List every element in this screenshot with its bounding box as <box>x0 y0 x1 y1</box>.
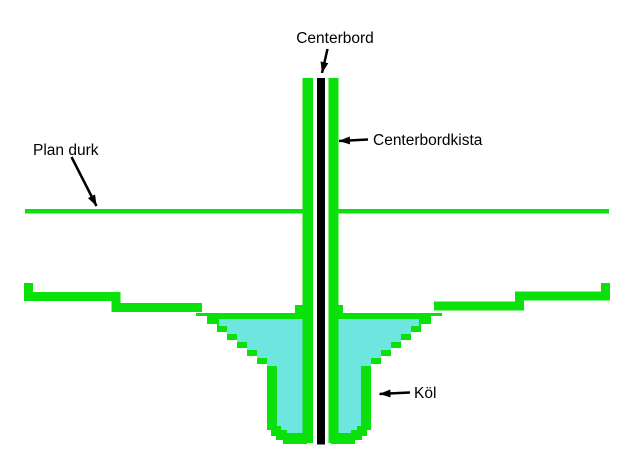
keel-fill-right <box>332 319 419 433</box>
trunk-right-wall <box>328 78 339 443</box>
kol-arrow <box>379 389 411 398</box>
keel-fill-left <box>219 319 306 433</box>
centerboard-blade <box>317 78 325 445</box>
centerbordkista-label: Centerbordkista <box>373 132 483 149</box>
kol-label: Köl <box>414 385 436 402</box>
trunk-gap-left <box>313 78 317 442</box>
trunk-gap-right <box>325 78 329 442</box>
centerbordkista-arrow <box>338 136 369 145</box>
hull-contour-left <box>24 283 202 312</box>
trunk-left-wall <box>302 78 313 443</box>
centerbord-arrow <box>320 48 329 74</box>
hull-contour-right <box>434 283 610 311</box>
centerbord-label: Centerbord <box>296 30 374 47</box>
plan-durk-arrow <box>70 156 98 207</box>
plan-durk-label: Plan durk <box>33 142 99 159</box>
